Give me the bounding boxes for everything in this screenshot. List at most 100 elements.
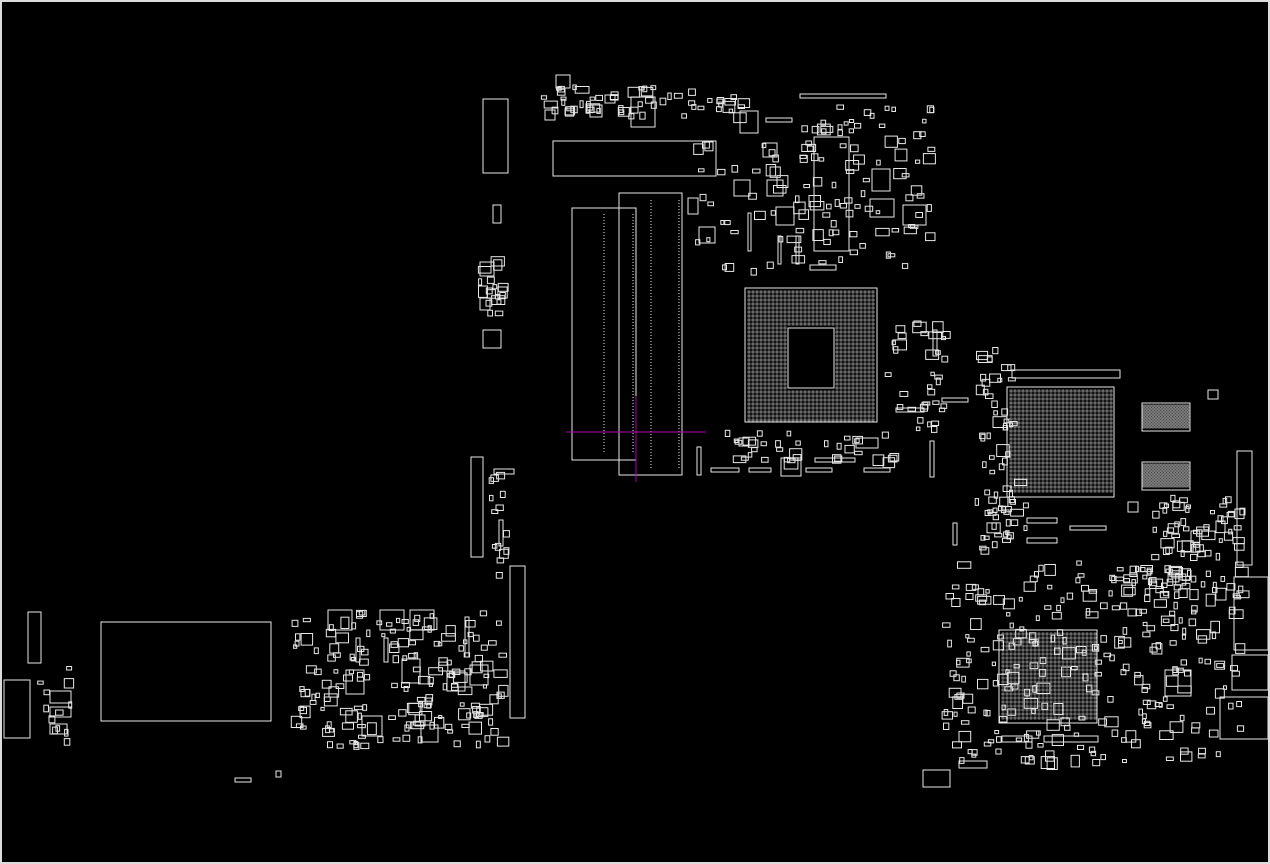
bga-pin [1057,465,1061,469]
bga-pin [763,390,767,394]
bga-pin [747,362,751,366]
bga-pin [1077,441,1081,445]
bga-pin [1105,461,1109,465]
bga-pin [1057,445,1061,449]
bga-pin [1045,676,1049,680]
bga-pin [803,394,807,398]
bga-pin [1033,409,1037,413]
bga-pin [1025,465,1029,469]
bga-pin [759,374,763,378]
bga-pin [779,390,783,394]
small-component [477,266,492,274]
bga-pin [843,406,847,410]
bga-pin [1037,481,1041,485]
bga-pin [747,302,751,306]
bga-pin [1049,676,1053,680]
bga-pin [1081,441,1085,445]
bga-pin [1097,413,1101,417]
bga-pin [1045,660,1049,664]
small-component [754,210,766,221]
bga-pin [859,350,863,354]
bga-pin [839,386,843,390]
bga-pin [823,322,827,326]
bga-pin [1061,445,1065,449]
bga-pin [1093,652,1097,656]
component-group-top[interactable] [479,74,927,349]
bga-pin [1053,660,1057,664]
bga-pin [1085,389,1089,393]
small-component [417,736,423,744]
bga-pin [779,378,783,382]
bga-pin [1069,389,1073,393]
bga-pin [811,318,815,322]
bga-pin [1021,489,1025,493]
small-component [926,105,934,114]
bga-pin [1160,475,1164,479]
bga-pin [1172,422,1176,426]
bga-pin [871,326,875,330]
bga-pin [775,318,779,322]
bga-pin [1163,422,1167,426]
bga-pin [1069,696,1073,700]
bga-pin [1017,489,1021,493]
small-component [748,192,757,200]
bga-pin [1101,401,1105,405]
small-component [1092,643,1100,652]
bga-pin [1053,417,1057,421]
bga-pin [779,310,783,314]
bga-pin [1148,425,1152,429]
bga-pin [1017,445,1021,449]
bga-pin [787,406,791,410]
small-component [381,633,386,638]
small-component [688,100,696,106]
bga-pin [863,314,867,318]
bga-pin [1021,632,1025,636]
small-component [961,720,970,725]
bga-pin [1033,457,1037,461]
bga-pin [1169,481,1173,485]
memory-slot-group[interactable] [571,192,702,476]
small-component [487,309,493,317]
bga-pin [859,378,863,382]
bga-pin [1025,668,1029,672]
bga-pin [831,418,835,422]
bga-pin [1029,405,1033,409]
bga-pin [1025,692,1029,696]
bga-pin [815,406,819,410]
bga-pin [1053,481,1057,485]
bga-pin [1069,477,1073,481]
small-component [551,106,559,115]
bga-pin [1045,684,1049,688]
bga-pin [795,318,799,322]
bga-pin [1181,469,1185,473]
bga-pin [1073,485,1077,489]
bga-pin [1163,463,1167,467]
bga-pin [811,414,815,418]
bga-pin [767,330,771,334]
bga-pin [1181,416,1185,420]
bga-pin [1069,704,1073,708]
cpu-bga-package[interactable] [744,287,878,423]
small-component [406,627,412,632]
small-component [627,86,640,98]
bga-pin [1065,632,1069,636]
small-component [298,706,305,712]
small-component [291,619,299,627]
small-component [480,660,494,672]
bga-pin [831,406,835,410]
bga-pin [759,418,763,422]
left-connector-group[interactable] [3,456,526,783]
bga-pin [1053,716,1057,720]
small-component [328,686,340,698]
bga-pin [1029,704,1033,708]
small-component [1142,574,1148,580]
bga-pin [1169,407,1173,411]
bga-pin [1081,473,1085,477]
bga-pin [1049,656,1053,660]
small-component [681,113,687,119]
bga-pin [1017,461,1021,465]
bga-pin [1009,664,1013,668]
bga-pin [1025,644,1029,648]
